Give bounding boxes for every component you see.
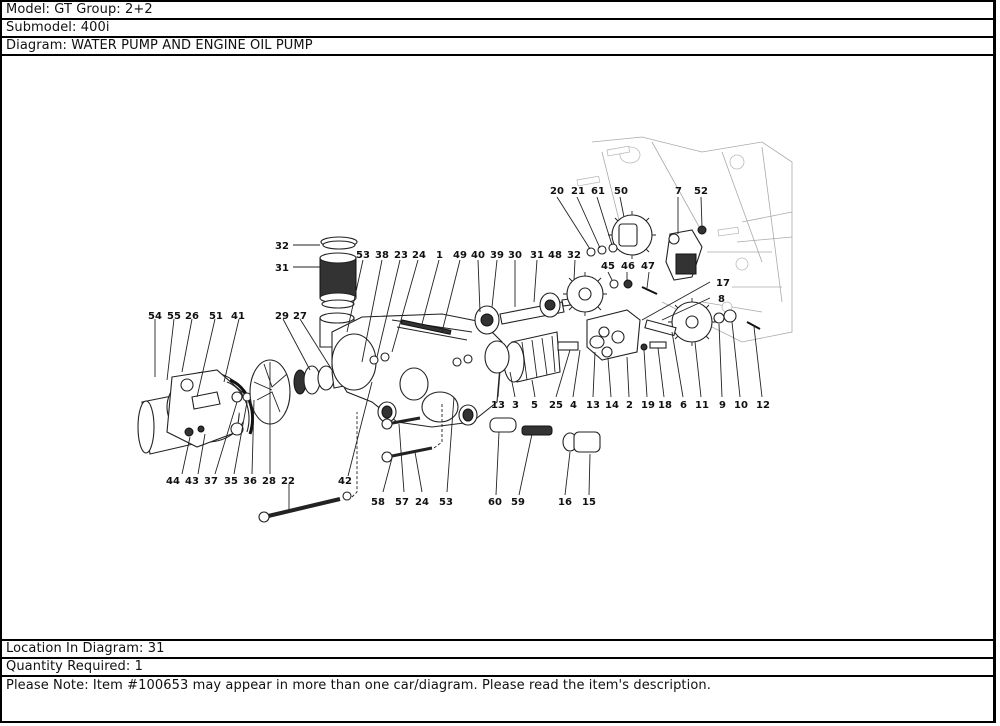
callout-3: 3 [512, 400, 519, 411]
callout-50: 50 [614, 186, 628, 197]
callout-55: 54 [148, 311, 162, 322]
quantity-required-row: Quantity Required: 1 [2, 659, 993, 677]
callout-24b: 24 [415, 497, 429, 508]
leader-lines [154, 196, 763, 512]
drive-sprocket [608, 211, 656, 259]
oil-pump-sprocket [668, 298, 716, 346]
location-in-diagram-row: Location In Diagram: 31 [2, 641, 993, 659]
diagram-title-row: Diagram: WATER PUMP AND ENGINE OIL PUMP [2, 38, 993, 56]
callout-28: 28 [262, 476, 276, 487]
callout-6: 6 [680, 400, 687, 411]
sprocket [563, 272, 607, 316]
oil-pump-gears [484, 331, 605, 383]
callout-34: 32 [275, 241, 289, 252]
exploded-parts-diagram: 32 31 54 55 26 51 41 29 27 53 38 23 24 1… [2, 56, 993, 641]
callout-33: 31 [275, 263, 289, 274]
callout-39: 39 [490, 250, 504, 261]
callout-45: 45 [601, 261, 615, 272]
callout-13a: 13 [491, 400, 505, 411]
note-row: Please Note: Item #100653 may appear in … [6, 678, 711, 693]
callout-41: 41 [231, 311, 245, 322]
callout-18: 18 [658, 400, 672, 411]
callout-36: 36 [243, 476, 257, 487]
callout-53: 53 [439, 497, 453, 508]
diagram-illustration: 32 31 54 55 26 51 41 29 27 53 38 23 24 1… [137, 136, 793, 523]
water-pump-inlet [137, 369, 248, 455]
callout-22: 22 [281, 476, 295, 487]
callout-4: 4 [570, 400, 577, 411]
callout-19: 19 [641, 400, 655, 411]
callout-52: 52 [694, 186, 708, 197]
callout-15: 15 [582, 497, 596, 508]
callout-20: 20 [550, 186, 564, 197]
nut-52 [697, 225, 707, 235]
callout-labels: 32 31 54 55 26 51 41 29 27 53 38 23 24 1… [148, 186, 770, 508]
callout-25: 25 [549, 400, 563, 411]
submodel-row: Submodel: 400i [2, 20, 993, 38]
callout-13b: 13 [586, 400, 600, 411]
callout-56: 55 [167, 311, 181, 322]
callout-27: 27 [293, 311, 307, 322]
callout-43: 43 [185, 476, 199, 487]
callout-1: 1 [436, 250, 443, 261]
callout-29: 29 [275, 311, 289, 322]
callout-7: 7 [675, 186, 682, 197]
callout-51: 51 [209, 311, 223, 322]
callout-46: 46 [621, 261, 635, 272]
callout-54: 53 [356, 250, 370, 261]
callout-58: 58 [371, 497, 385, 508]
callout-57: 57 [395, 497, 409, 508]
callout-11: 11 [695, 400, 709, 411]
callout-2: 2 [626, 400, 633, 411]
engine-block-outline [576, 136, 793, 343]
callout-44: 44 [166, 476, 180, 487]
callout-35: 35 [224, 476, 238, 487]
callout-12: 12 [756, 400, 770, 411]
callout-47: 47 [641, 261, 655, 272]
callout-30: 30 [508, 250, 522, 261]
callout-32: 32 [567, 250, 581, 261]
callout-60: 60 [488, 497, 502, 508]
callout-24: 24 [412, 250, 426, 261]
callout-42: 42 [338, 476, 352, 487]
bolts [258, 402, 443, 523]
pump-housing [331, 313, 503, 428]
callout-40: 40 [471, 250, 485, 261]
callout-31: 31 [530, 250, 544, 261]
callout-23: 23 [394, 250, 408, 261]
callout-26: 26 [185, 311, 199, 322]
callout-16: 16 [558, 497, 572, 508]
chain-tensioner [665, 229, 703, 281]
callout-38: 38 [375, 250, 389, 261]
relief-valve-parts [489, 417, 601, 453]
callout-37: 37 [204, 476, 218, 487]
callout-10: 10 [734, 400, 748, 411]
callout-17: 17 [716, 278, 730, 289]
callout-8: 8 [718, 294, 725, 305]
callout-14: 14 [605, 400, 619, 411]
pump-shaft [474, 292, 579, 335]
callout-9: 9 [719, 400, 726, 411]
model-row: Model: GT Group: 2+2 [2, 2, 993, 20]
callout-59: 59 [511, 497, 525, 508]
callout-21: 21 [571, 186, 585, 197]
callout-61: 61 [591, 186, 605, 197]
callout-48: 48 [548, 250, 562, 261]
callout-5: 5 [531, 400, 538, 411]
callout-49: 49 [453, 250, 467, 261]
